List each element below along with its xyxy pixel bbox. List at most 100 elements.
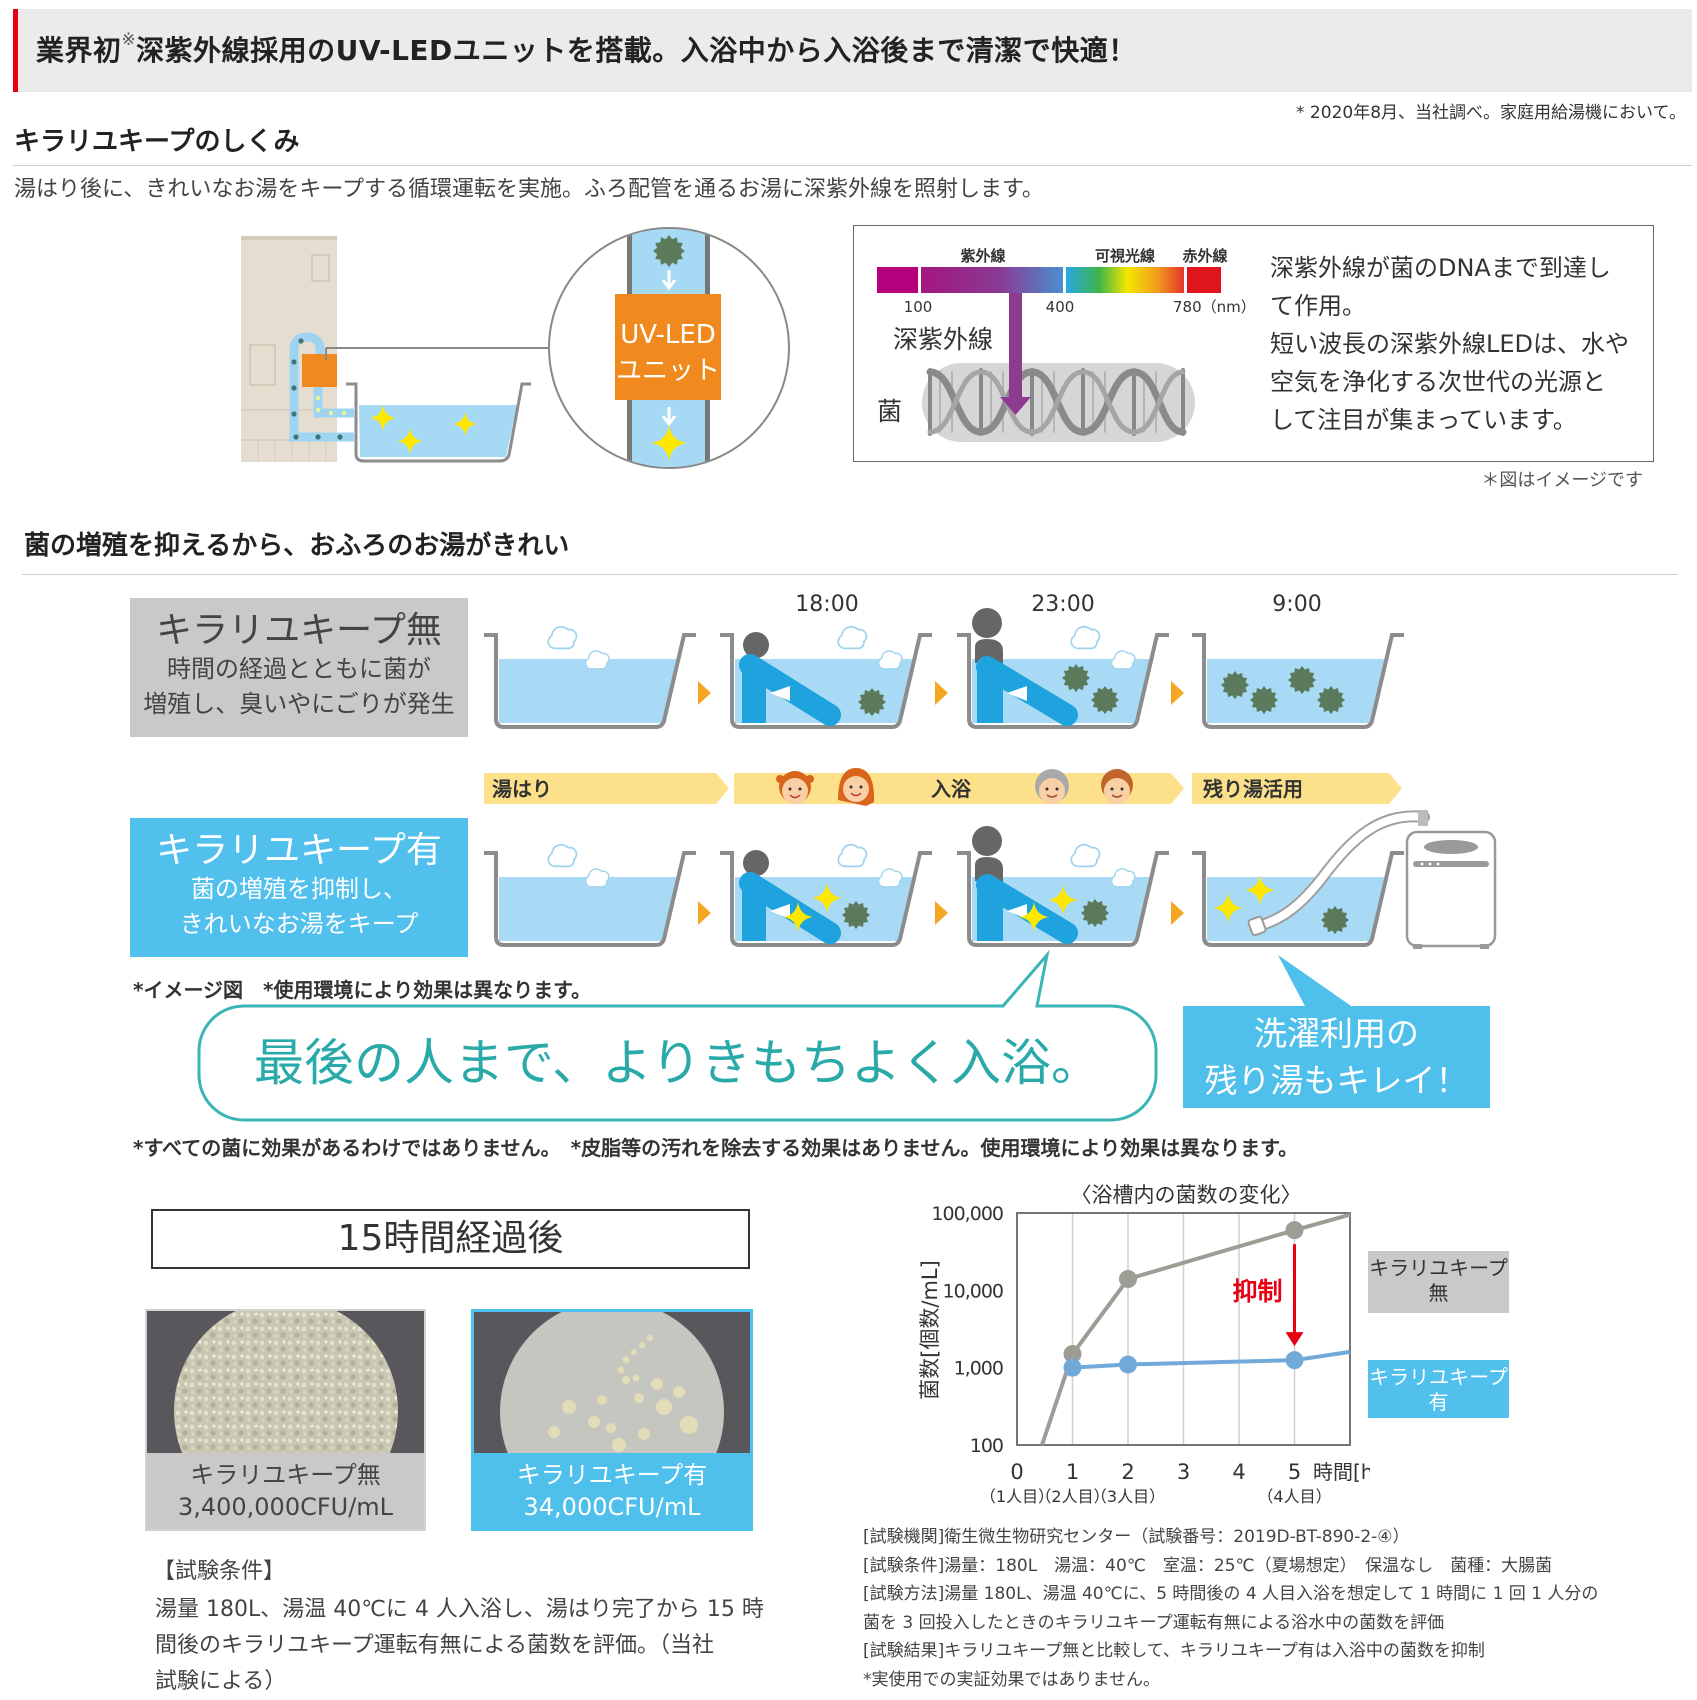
circulation-diagram: UV-LED ユニット — [241, 227, 790, 469]
data-point-marker — [1285, 1351, 1304, 1370]
steam-icon — [877, 868, 903, 888]
down-arrow-icon — [661, 407, 677, 427]
steam-icon — [837, 625, 868, 650]
sample-count: 3,400,000CFU/mL — [177, 1493, 394, 1521]
petri-dish-without: キラリユキープ無 3,400,000CFU/mL — [145, 1309, 426, 1531]
explanation-line: 空気を浄化する次世代の光源と — [1270, 368, 1606, 396]
without-title: キラリユキープ無 — [156, 610, 442, 651]
chart-title: 〈浴槽内の菌数の変化〉 — [1071, 1183, 1302, 1207]
without-kirari-keep-box: キラリユキープ無 時間の経過とともに菌が 増殖し、臭いやにごりが発生 — [130, 598, 468, 737]
laundry-callout — [1183, 955, 1490, 1108]
down-arrow-icon — [661, 270, 677, 291]
x-tick-label: 2 — [1121, 1460, 1134, 1484]
visible-label: 可視光線 — [1095, 247, 1155, 265]
suppression-arrowhead-icon — [1285, 1332, 1304, 1347]
suppression-label: 抑制 — [1232, 1277, 1282, 1306]
dna-helix-icon — [926, 368, 1187, 436]
face-elder-icon — [1035, 769, 1069, 804]
steam-icon — [1070, 843, 1101, 868]
mechanism-description: 湯はり後に、きれいなお湯をキープする循環運転を実施。ふろ配管を通るお湯に深紫外線… — [14, 177, 1044, 202]
legend-with: キラリユキープ 有 — [1368, 1360, 1509, 1418]
timeline-segment-fill — [484, 773, 729, 804]
page-title: 業界初※深紫外線採用のUV-LEDユニットを搭載。入浴中から入浴後まで清潔で快適… — [36, 9, 1137, 92]
comparison-heading: 菌の増殖を抑えるから、おふろのお湯がきれい — [24, 531, 570, 561]
data-point-marker — [1119, 1355, 1137, 1374]
steam-icon — [547, 625, 578, 650]
series-line — [1072, 1349, 1351, 1370]
steam-icon — [584, 650, 610, 670]
chart-test-notes: [試験機関]衛生微生物研究センター（試験番号：2019D-BT-890-2-④）… — [863, 1523, 1598, 1695]
next-arrow-icon — [1171, 901, 1184, 925]
x-tick-sublabel: （4人目） — [1257, 1487, 1331, 1506]
legend-line: 有 — [1428, 1390, 1449, 1414]
deep-uv-explanation: 深紫外線が菌のDNAまで到達し て作用。 短い波長の深紫外線LEDは、水や 空気… — [1270, 249, 1629, 439]
timeline-segment-reuse — [1192, 773, 1402, 804]
face-girl-icon — [776, 771, 814, 804]
legend-line: 無 — [1428, 1281, 1449, 1305]
steam-icon — [877, 650, 903, 670]
header-footnote: * 2020年8月、当社調べ。家庭用給湯機において。 — [1296, 103, 1686, 123]
after-15-hours-title: 15時間経過後 — [151, 1209, 750, 1269]
uv-label: 紫外線 — [960, 247, 1005, 265]
next-arrow-icon — [935, 681, 948, 705]
data-point-marker — [1285, 1221, 1304, 1240]
data-point-marker — [1119, 1270, 1137, 1289]
title-footnote-mark: ※ — [121, 29, 137, 49]
title-main: 深紫外線採用のUV-LEDユニットを搭載。入浴中から入浴後まで清潔で快適！ — [136, 34, 1137, 67]
test-note-line: 菌を 3 回投入したときのキラリユキープ運転有無による浴水中の菌数を評価 — [863, 1612, 1445, 1633]
bath-timeline-illustration: 湯はり 入浴 残り湯活用 — [484, 600, 1497, 960]
deep-uv-label: 深紫外線 — [893, 325, 993, 354]
header-banner: 業界初※深紫外線採用のUV-LEDユニットを搭載。入浴中から入浴後まで清潔で快適… — [13, 9, 1692, 92]
y-tick-label: 100,000 — [931, 1203, 1003, 1225]
data-point-marker — [1063, 1345, 1082, 1364]
without-desc-line: 増殖し、臭いやにごりが発生 — [143, 690, 455, 718]
without-desc-line: 時間の経過とともに菌が — [167, 655, 431, 683]
steam-icon — [1110, 868, 1136, 888]
x-tick-label: 1 — [1066, 1460, 1079, 1484]
x-tick-sublabel: （2人目） — [1035, 1487, 1109, 1506]
sample-count: 34,000CFU/mL — [523, 1493, 701, 1521]
mechanism-heading: キラリユキープのしくみ — [14, 127, 300, 157]
with-title: キラリユキープ有 — [156, 830, 442, 871]
with-kirari-keep-box: キラリユキープ有 菌の増殖を抑制し、 きれいなお湯をキープ — [130, 818, 468, 957]
legend-line: キラリユキープ — [1369, 1256, 1508, 1280]
condition-line: 湯量 180L、湯温 40℃に 4 人入浴し、湯はり完了から 15 時 — [155, 1597, 764, 1622]
next-arrow-icon — [698, 681, 711, 705]
explanation-line: 短い波長の深紫外線LEDは、水や — [1270, 330, 1630, 358]
petri-label: キラリユキープ無 3,400,000CFU/mL — [147, 1453, 424, 1523]
next-arrow-icon — [698, 901, 711, 925]
test-conditions-text: 湯量 180L、湯温 40℃に 4 人入浴し、湯はり完了から 15 時 間後のキ… — [155, 1592, 764, 1700]
test-note-line: [試験方法]湯量 180L、湯温 40℃に、5 時間後の 4 人目入浴を想定して… — [863, 1584, 1599, 1605]
spectrum-bar — [877, 267, 1221, 293]
last-bather-speech-bubble — [197, 949, 1158, 1122]
comparison-divider — [22, 574, 1678, 575]
x-tick-label: 5 — [1288, 1460, 1301, 1484]
steam-icon — [584, 868, 610, 888]
legend-without: キラリユキープ 無 — [1368, 1251, 1509, 1313]
tick-780: 780（nm） — [1173, 298, 1256, 316]
x-tick-sublabel: （3人目） — [1091, 1487, 1165, 1506]
uv-led-unit-small-icon — [302, 354, 337, 387]
test-note-line: [試験機関]衛生微生物研究センター（試験番号：2019D-BT-890-2-④） — [863, 1527, 1410, 1547]
condition-line: 間後のキラリユキープ運転有無による菌数を評価。（当社 — [155, 1633, 715, 1658]
uv-spectrum-diagram: 紫外線 可視光線 赤外線 100 400 780（nm） 深紫外線 菌 — [877, 247, 1256, 442]
title-prefix: 業界初 — [36, 34, 122, 67]
petri-photo-sparse — [474, 1312, 750, 1453]
x-tick-sublabel: （1人目） — [980, 1487, 1054, 1506]
time-label-9: 9:00 — [1272, 592, 1322, 617]
test-note-line: [試験条件]湯量：180L 湯温：40℃ 室温：25℃（夏場想定） 保温なし 菌… — [863, 1555, 1553, 1576]
magnified-lens: UV-LED ユニット — [548, 227, 790, 469]
explanation-line: して注目が集まっています。 — [1270, 406, 1577, 434]
deep-uv-arrow-icon — [1000, 293, 1031, 415]
next-arrow-icon — [1171, 681, 1184, 705]
y-axis-title: 菌数[個数/mL] — [918, 1260, 942, 1400]
bath-pipe-icon — [289, 332, 354, 442]
condition-line: 試験による） — [155, 1669, 287, 1694]
test-conditions-title: 【試験条件】 — [153, 1559, 286, 1584]
steam-icon — [837, 843, 868, 868]
callout-line: 残り湯もキレイ！ — [1204, 1061, 1469, 1100]
sample-name: キラリユキープ無 — [190, 1461, 381, 1489]
ir-label: 赤外線 — [1182, 247, 1227, 265]
bathtub-icon — [346, 382, 531, 463]
